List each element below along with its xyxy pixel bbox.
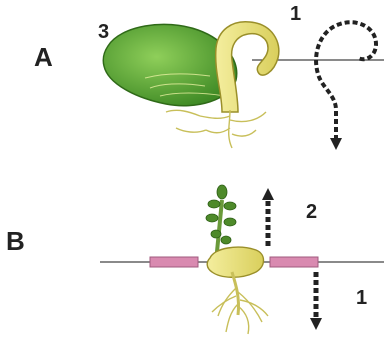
label-3: 3	[98, 21, 109, 43]
growth-path-arrow-a	[316, 22, 376, 140]
panel-a: A 3 1	[34, 3, 384, 150]
arrow-head-up	[262, 188, 274, 200]
roots-a	[166, 110, 266, 148]
seed-body	[207, 247, 263, 277]
label-1-top: 1	[290, 3, 301, 25]
roots-b	[212, 288, 268, 334]
label-panel-b: B	[6, 226, 25, 256]
soil-block-left	[150, 257, 198, 267]
arrow-head-down	[310, 318, 322, 330]
panel-b: B 2 1	[6, 185, 384, 334]
main-root	[232, 272, 239, 315]
arrow-head-a	[330, 138, 342, 150]
label-2: 2	[306, 201, 317, 223]
label-panel-a: A	[34, 42, 53, 72]
hypocotyl-hook	[216, 22, 279, 112]
soil-block-right	[270, 257, 318, 267]
label-1-bottom: 1	[356, 287, 367, 309]
